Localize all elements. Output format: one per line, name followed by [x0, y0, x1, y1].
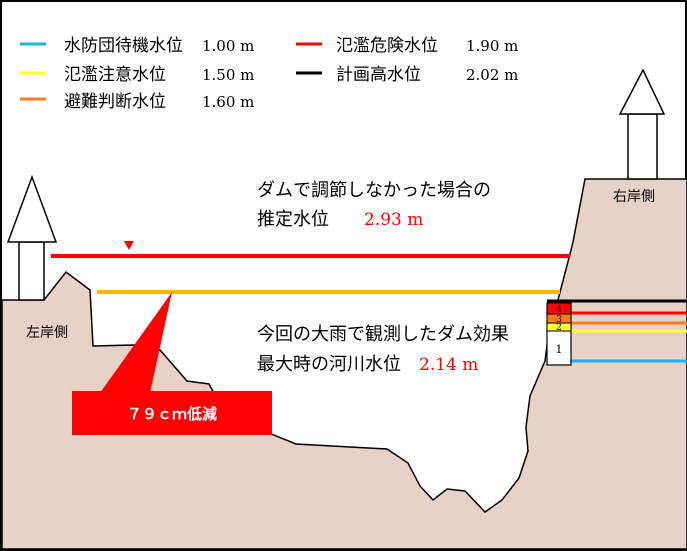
water-level-triangle: [124, 241, 134, 250]
right-bank-label: 右岸側: [613, 189, 655, 205]
legend-label-planned-high: 計画高水位: [336, 65, 421, 85]
without-dam-text-line1: ダムで調節しなかった場合の: [257, 180, 491, 201]
reduction-label: ７９ｃｍ低減: [127, 405, 217, 423]
gauge-level-4: 4: [556, 305, 562, 315]
left-bank-marker: [6, 174, 58, 301]
left-bank-label: 左岸側: [26, 325, 68, 341]
legend-value-standby: 1.00 m: [202, 37, 254, 55]
with-dam-text-line2: 最大時の河川水位: [257, 354, 401, 375]
legend-value-danger: 1.90 m: [466, 37, 518, 55]
legend-label-evacuation: 避難判断水位: [64, 92, 166, 112]
with-dam-text-line1: 今回の大雨で観測したダム効果: [257, 324, 509, 345]
legend-label-standby: 水防団待機水位: [64, 36, 183, 56]
reduction-callout-pointer: [100, 292, 172, 393]
gauge-level-2: 2: [556, 323, 562, 333]
reduction-callout-box: [72, 391, 272, 435]
legend-label-danger: 氾濫危険水位: [336, 36, 438, 56]
legend: 水防団待機水位 1.00 m 氾濫注意水位 1.50 m 避難判断水位 1.60…: [20, 36, 518, 112]
right-bank-marker: [618, 68, 666, 180]
with-dam-value: 2.14 m: [419, 355, 478, 375]
legend-value-caution: 1.50 m: [202, 66, 254, 84]
without-dam-text-line2: 推定水位: [257, 209, 329, 230]
legend-label-caution: 氾濫注意水位: [64, 65, 166, 85]
legend-value-evacuation: 1.60 m: [202, 93, 254, 111]
without-dam-value: 2.93 m: [364, 210, 423, 230]
gauge-level-3: 3: [556, 315, 562, 325]
gauge-level-1: 1: [556, 343, 563, 356]
staff-gauge: 4 3 2 1: [546, 302, 572, 366]
legend-value-planned-high: 2.02 m: [466, 66, 518, 84]
